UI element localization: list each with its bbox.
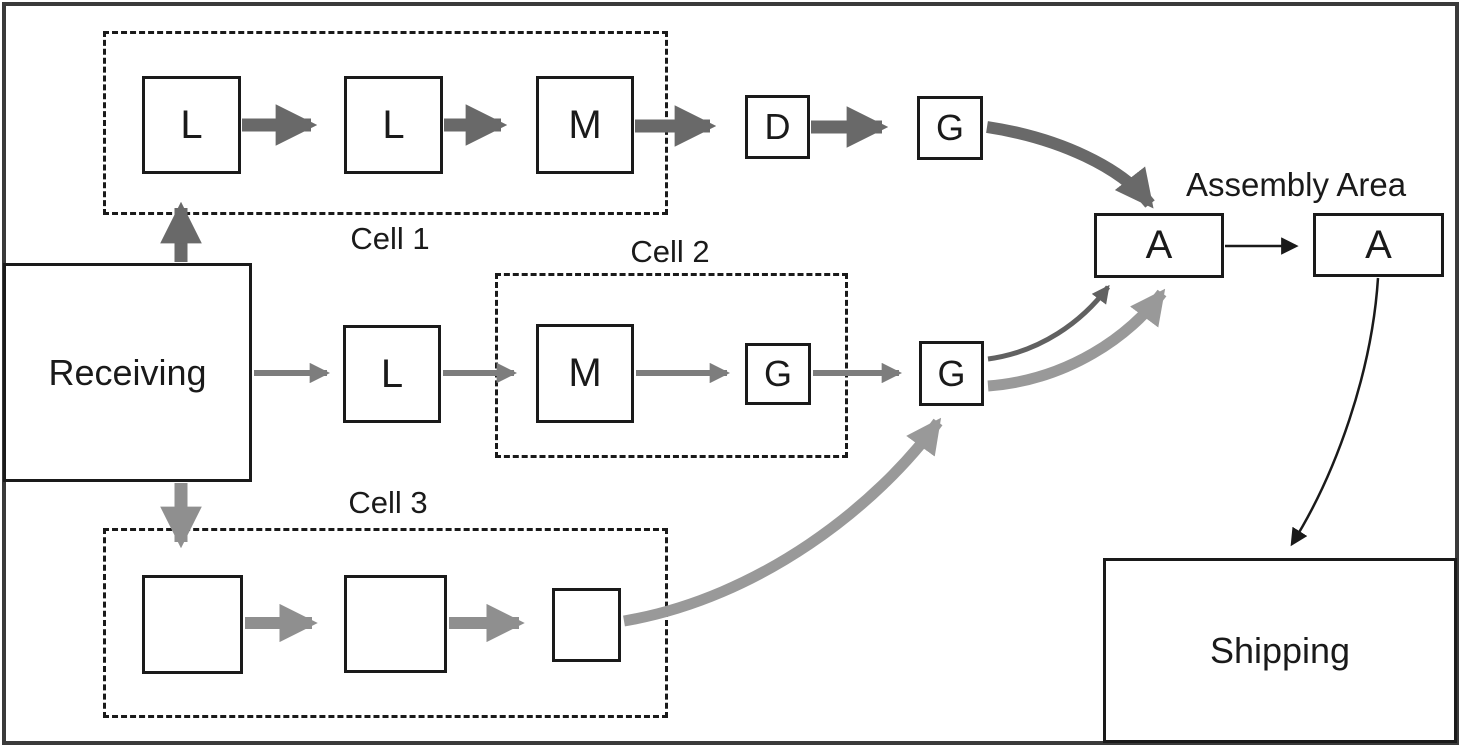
machine-letter: G bbox=[763, 353, 792, 394]
assembly-station-1: A bbox=[1094, 213, 1224, 278]
cell2-label: Cell 2 bbox=[630, 234, 710, 269]
shipping-area: Shipping bbox=[1103, 558, 1457, 743]
machine-letter: A bbox=[1365, 222, 1392, 267]
receiving-area: Receiving bbox=[3, 263, 252, 482]
machine-cell1-mill: M bbox=[536, 76, 634, 174]
machine-grinder-mid: G bbox=[919, 341, 984, 406]
machine-cell2-grinder: G bbox=[745, 343, 811, 405]
cell1-label: Cell 1 bbox=[350, 221, 430, 256]
machine-letter: G bbox=[937, 352, 966, 394]
machine-cell1-lathe1: L bbox=[142, 76, 241, 174]
machine-letter: D bbox=[764, 106, 791, 147]
cell3-label: Cell 3 bbox=[348, 485, 428, 520]
machine-letter: L bbox=[180, 102, 203, 147]
receiving-label: Receiving bbox=[48, 351, 207, 393]
assembly-area-label: Assembly Area bbox=[1185, 166, 1407, 203]
machine-letter: M bbox=[568, 102, 602, 147]
machine-letter: L bbox=[380, 351, 404, 396]
machine-cell3-box1 bbox=[142, 575, 243, 674]
machine-letter: M bbox=[568, 351, 602, 395]
machine-cell3-box3 bbox=[552, 588, 621, 662]
machine-grinder-top: G bbox=[917, 96, 983, 160]
assembly-station-2: A bbox=[1313, 213, 1444, 277]
machine-letter: A bbox=[1145, 223, 1173, 267]
machine-cell3-box2 bbox=[344, 575, 447, 673]
shipping-label: Shipping bbox=[1209, 629, 1351, 671]
machine-letter: G bbox=[935, 107, 964, 148]
machine-cell1-lathe2: L bbox=[344, 76, 443, 174]
machine-letter: L bbox=[382, 102, 405, 147]
machine-mid-lathe: L bbox=[343, 325, 441, 423]
machine-drill: D bbox=[745, 95, 810, 159]
machine-cell2-mill: M bbox=[536, 324, 634, 423]
